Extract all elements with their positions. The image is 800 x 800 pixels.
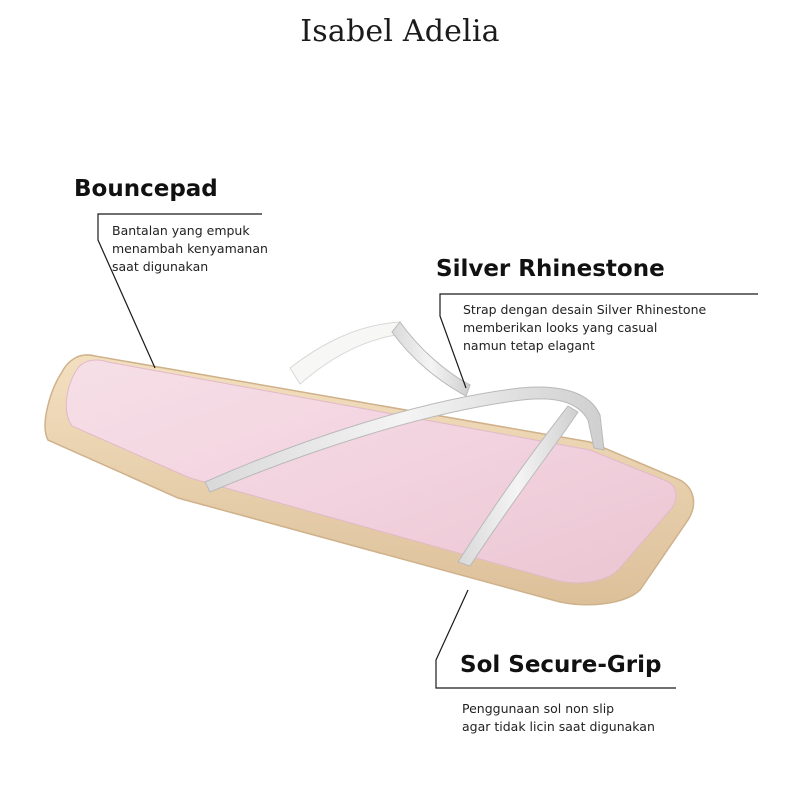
feature-desc-bouncepad: Bantalan yang empuk menambah kenyamanan …	[112, 222, 268, 276]
desc-line: Penggunaan sol non slip	[462, 701, 615, 716]
feature-title-silver-rhinestone: Silver Rhinestone	[436, 256, 665, 282]
bouncepad-leader-line	[97, 213, 262, 369]
feature-desc-silver-rhinestone: Strap dengan desain Silver Rhinestone me…	[463, 301, 706, 355]
desc-line: Bantalan yang empuk	[112, 223, 250, 238]
feature-title-bouncepad: Bouncepad	[74, 176, 218, 202]
desc-line: namun tetap elagant	[463, 338, 595, 353]
rhinestone-leader-line	[439, 293, 758, 389]
rhinestone-strap-front	[457, 405, 579, 567]
feature-title-sol-secure-grip: Sol Secure-Grip	[460, 652, 662, 678]
sol-grip-leader-line	[435, 589, 676, 689]
feature-desc-sol-secure-grip: Penggunaan sol non slip agar tidak licin…	[462, 700, 655, 736]
rhinestone-strap-heel	[391, 321, 471, 397]
sandal-insole	[65, 359, 677, 584]
desc-line: menambah kenyamanan	[112, 241, 268, 256]
desc-line: saat digunakan	[112, 259, 209, 274]
desc-line: Strap dengan desain Silver Rhinestone	[463, 302, 707, 317]
desc-line: memberikan looks yang casual	[463, 320, 658, 335]
rhinestone-strap-long	[204, 386, 605, 493]
desc-line: agar tidak licin saat digunakan	[462, 719, 655, 734]
brand-logo: Isabel Adelia	[300, 14, 500, 49]
